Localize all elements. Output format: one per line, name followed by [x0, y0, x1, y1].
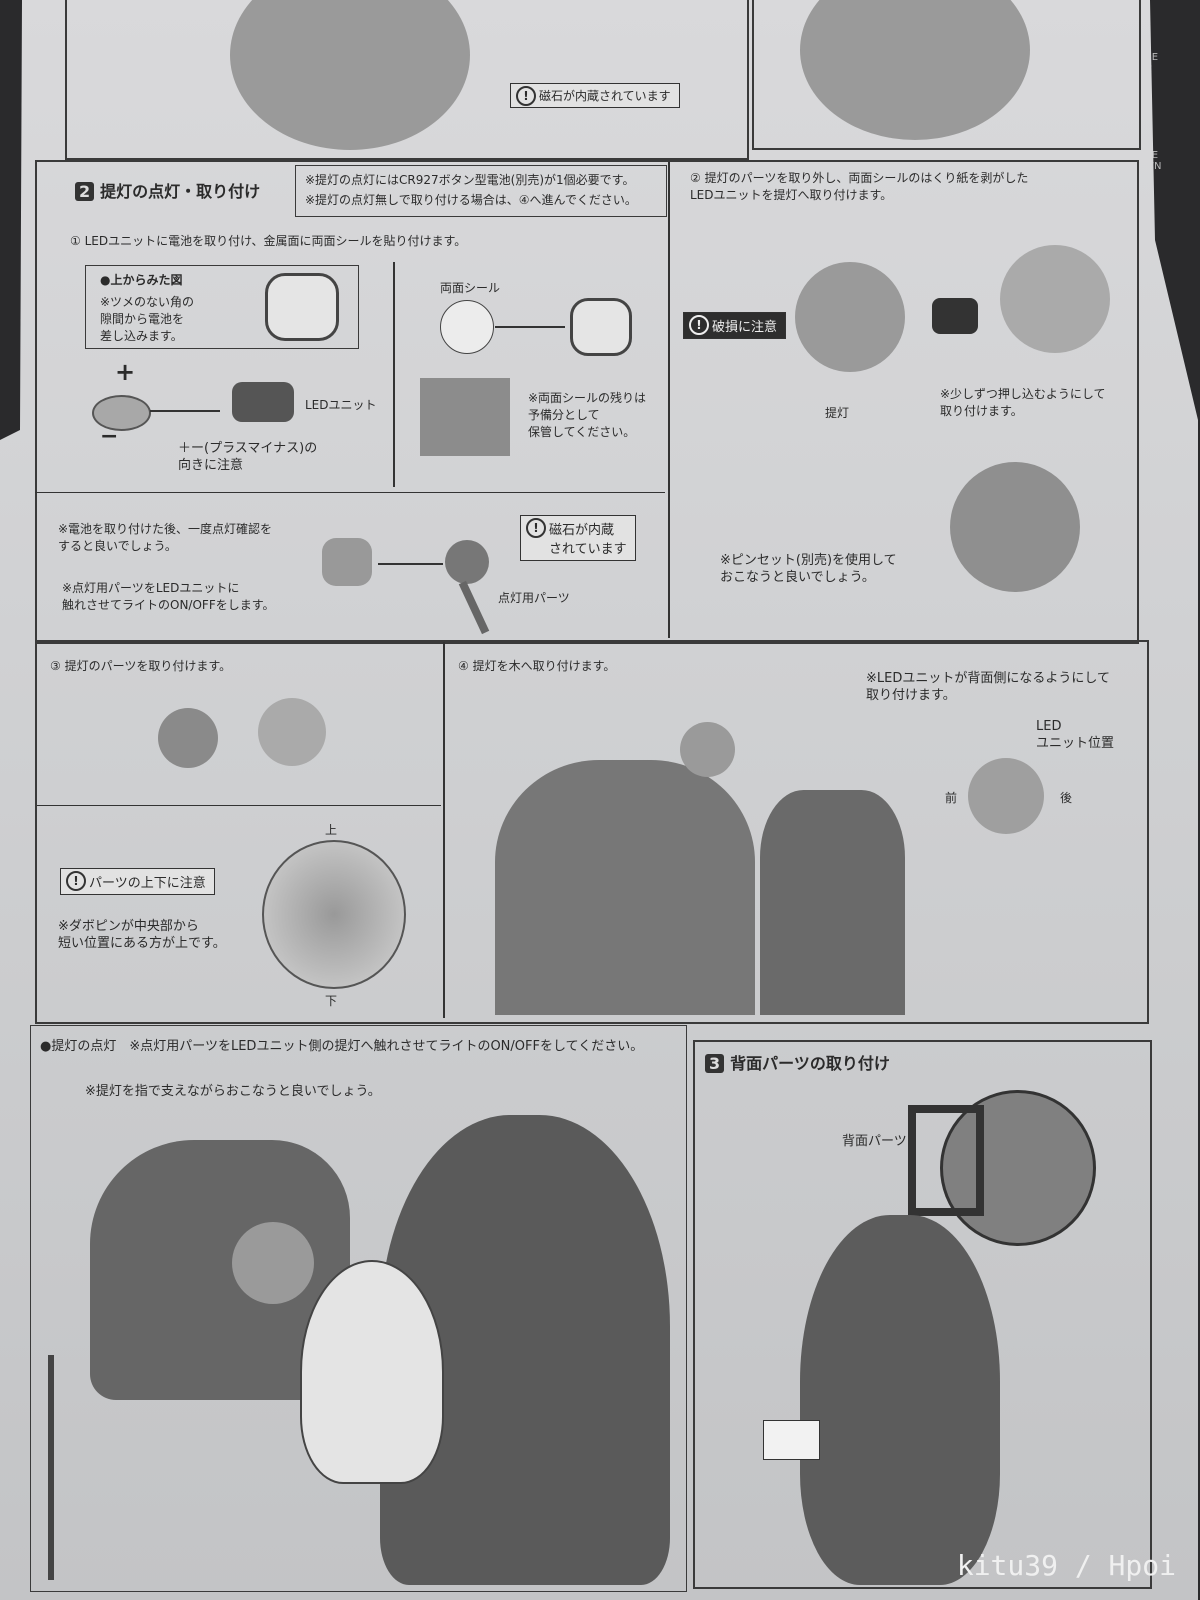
- tape-circle: [440, 300, 494, 354]
- lantern-half: [262, 840, 406, 989]
- steps34-panel: [35, 640, 1149, 1024]
- top-panel-right: [752, 0, 1141, 150]
- tweezers-note: ※ピンセット(別売)を使用して おこなうと良いでしょう。: [720, 553, 897, 585]
- lighting-title: ●提灯の点灯 ※点灯用パーツをLEDユニット側の提灯へ触れさせてライトのON/O…: [40, 1039, 644, 1054]
- back-part-disc: [940, 1090, 1096, 1246]
- figure-illustration-top-left: [230, 0, 470, 150]
- step4-title: ④ 提灯を木へ取り付けます。: [458, 659, 616, 673]
- polarity-warning: ＋ー(プラスマイナス)の 向きに注意: [178, 441, 318, 473]
- divider-v: [393, 262, 395, 487]
- led-position-label: LED ユニット位置: [1036, 719, 1115, 751]
- led-unit-small: [932, 298, 978, 334]
- led-unit-label: LEDユニット: [305, 398, 377, 412]
- minus-sign: −: [100, 424, 119, 449]
- battery-icon: [92, 395, 151, 431]
- back-part-frame: [908, 1105, 984, 1216]
- section2-panel: [35, 160, 1139, 644]
- finger-note: ※提灯を指で支えながらおこなうと良いでしょう。: [85, 1084, 381, 1099]
- pin-note: ※ダボピンが中央部から 短い位置にある方が上です。: [58, 919, 226, 951]
- figure-with-pipa: [495, 760, 755, 1015]
- front-label: 前: [945, 791, 958, 805]
- lantern-lighting: [232, 1222, 314, 1304]
- step2-title: ② 提灯のパーツを取り外し、両面シールのはくり紙を剥がした LEDユニットを提灯…: [690, 171, 1029, 202]
- arrow-battery-to-unit: [150, 410, 220, 412]
- led-unit-top-view: [265, 273, 339, 341]
- down-label: 下: [325, 994, 338, 1008]
- light-part-lighting: [48, 1355, 54, 1580]
- lantern-step3: [158, 708, 218, 768]
- check-note: ※電池を取り付けた後、一度点灯確認を すると良いでしょう。: [58, 522, 273, 553]
- up-label: 上: [325, 823, 338, 837]
- lighting-panel: [30, 1025, 687, 1592]
- insert-note: ※ツメのない角の 隙間から電池を 差し込みます。: [100, 295, 195, 343]
- hand-lighting: [300, 1260, 444, 1484]
- divider-v-center: [668, 162, 670, 638]
- lantern-tweezers: [950, 462, 1080, 592]
- back-label: 後: [1060, 791, 1073, 805]
- top-view-box: [85, 265, 359, 349]
- tape-spare-note: ※両面シールの残りは 予備分として 保管してください。: [528, 391, 647, 439]
- led-unit-with-tape: [570, 298, 632, 356]
- tape-sheet: [420, 378, 510, 456]
- step3-title: ③ 提灯のパーツを取り付けます。: [50, 659, 232, 673]
- magnet-warning: 磁石が内蔵 されています: [520, 515, 636, 561]
- lantern-step4: [680, 722, 735, 777]
- push-note: ※少しずつ押し込むようにして 取り付けます。: [940, 387, 1106, 418]
- base-slot-detail: [763, 1420, 820, 1460]
- lantern-position-diagram: [968, 758, 1044, 834]
- damage-warning: 破損に注意: [683, 312, 787, 339]
- lantern-label: 提灯: [825, 406, 850, 420]
- led-unit-icon: [232, 382, 294, 422]
- divider-v-34: [443, 642, 445, 1018]
- lantern-cover-step3: [258, 698, 326, 766]
- back-part-label: 背面パーツ: [842, 1134, 907, 1149]
- top-panel-left: [65, 0, 749, 160]
- light-part-icon: [445, 540, 489, 584]
- figure-section3: [800, 1215, 1000, 1585]
- onoff-note: ※点灯用パーツをLEDユニットに 触れさせてライトのON/OFFをします。: [62, 581, 275, 612]
- magnet-warning-top: 磁石が内蔵されています: [510, 83, 680, 108]
- divider-h-34: [37, 805, 441, 806]
- figure-illustration-top-right: [800, 0, 1030, 140]
- led-unit-side: [322, 538, 372, 586]
- battery-notes-box: [295, 165, 667, 217]
- watermark: kitu39 / Hpoi: [956, 1549, 1176, 1582]
- step1-title: ① LEDユニットに電池を取り付け、金属面に両面シールを貼り付けます。: [70, 234, 467, 248]
- light-part-label: 点灯用パーツ: [498, 591, 570, 605]
- updown-warning: パーツの上下に注意: [60, 868, 215, 895]
- tape-label: 両面シール: [440, 281, 501, 295]
- arrow-tape: [495, 326, 565, 328]
- plus-sign: +: [115, 358, 136, 386]
- top-view-label: ●上からみた図: [100, 273, 183, 287]
- lantern-cover: [1000, 245, 1110, 353]
- back-note: ※LEDユニットが背面側になるようにして 取り付けます。: [866, 671, 1110, 703]
- divider-h: [35, 492, 665, 493]
- tree-step4: [760, 790, 905, 1015]
- lantern-open: [795, 262, 905, 372]
- arrow-light-part: [378, 563, 443, 565]
- section3-panel: [693, 1040, 1152, 1589]
- battery-note-1: ※提灯の点灯にはCR927ボタン型電池(別売)が1個必要です。: [305, 173, 635, 187]
- battery-note-2: ※提灯の点灯無しで取り付ける場合は、④へ進んでください。: [305, 193, 637, 207]
